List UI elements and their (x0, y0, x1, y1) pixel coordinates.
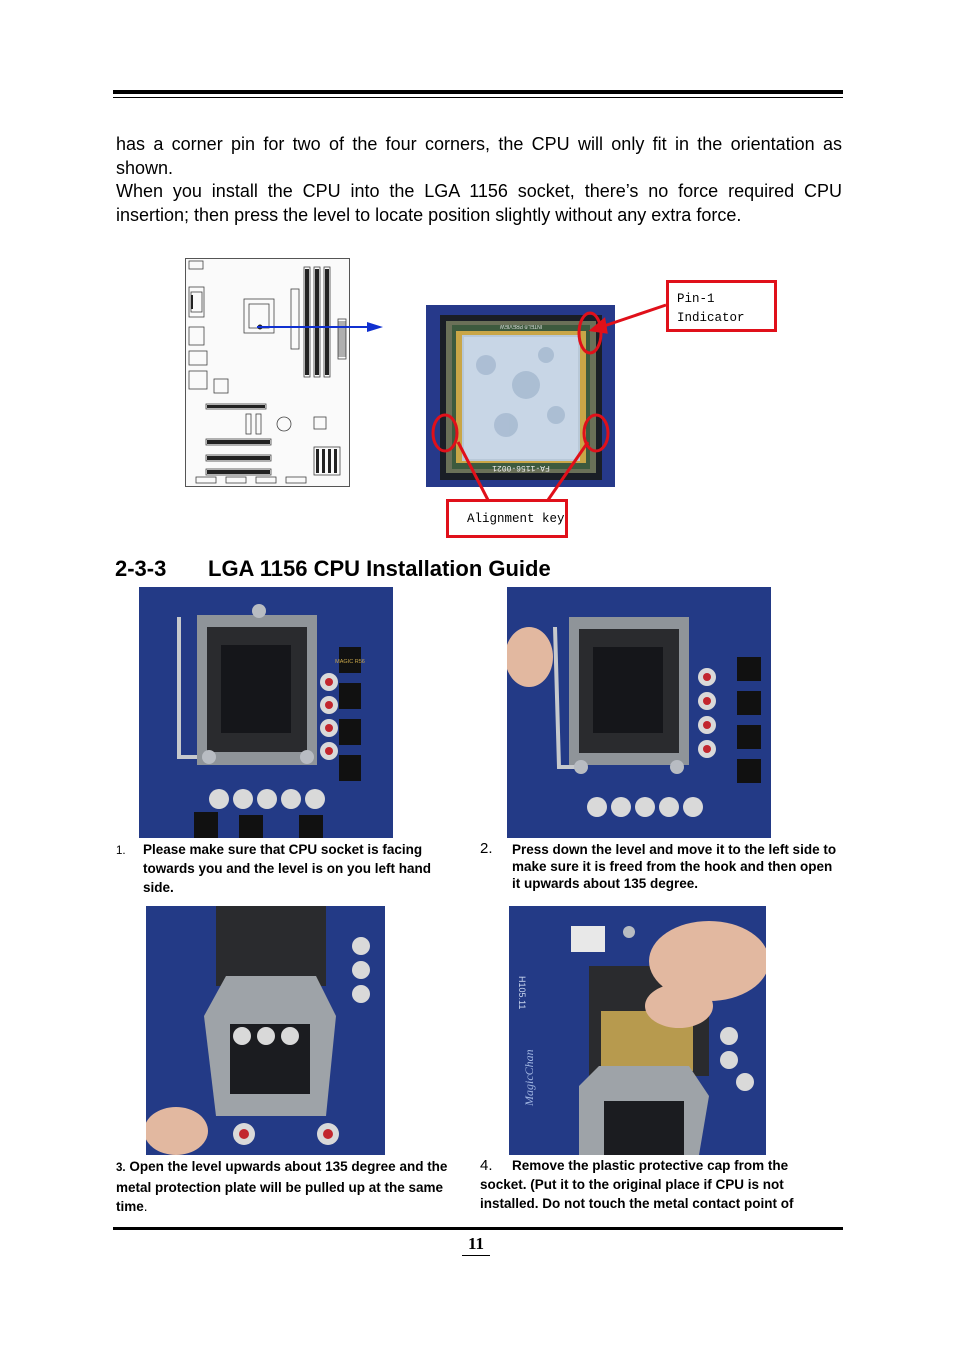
step-3-drawing (146, 906, 385, 1155)
step-1-photo: MAGIC R56 (139, 587, 393, 838)
intro-text: has a corner pin for two of the four cor… (116, 133, 842, 227)
step-2-number: 2. (480, 840, 493, 857)
board-brand: MagicChan (522, 1049, 536, 1107)
page-number: 11 (462, 1234, 490, 1256)
step-3-number: 3. (116, 1162, 126, 1174)
step-2-text: Press down the level and move it to the … (512, 842, 837, 891)
header-rule-thick (113, 90, 843, 94)
step-2-drawing (507, 587, 771, 838)
pin1-highlight (577, 311, 603, 355)
callout-lines (456, 303, 667, 501)
section-heading: 2-3-3 LGA 1156 CPU Installation Guide (115, 556, 551, 582)
intro-paragraph-1: has a corner pin for two of the four cor… (116, 134, 842, 178)
section-title: LGA 1156 CPU Installation Guide (208, 556, 551, 581)
alignment-key-label: Alignment key (446, 499, 568, 538)
step-1-caption: 1. Please make sure that CPU socket is fa… (116, 840, 466, 897)
step-1-drawing: MAGIC R56 (139, 587, 393, 838)
step-3-caption: 3. Open the level upwards about 135 degr… (116, 1157, 476, 1216)
alignment-highlight-left (431, 413, 459, 453)
step-1-number: 1. (116, 845, 126, 857)
step-3-photo (146, 906, 385, 1155)
step-4-caption: 4.Remove the plastic protective cap from… (480, 1156, 845, 1213)
section-number: 2-3-3 (115, 556, 167, 581)
cpu-marking-bottom: FA-1156-0021 (492, 463, 550, 472)
step-3-trailing: . (143, 1199, 148, 1214)
footer-rule (113, 1227, 843, 1230)
step-3-text: Open the level upwards about 135 degree … (116, 1159, 448, 1214)
motherboard-layout-diagram (185, 258, 350, 487)
pin1-indicator-label: Pin-1 Indicator (666, 280, 777, 332)
intro-paragraph-2: When you install the CPU into the LGA 11… (116, 181, 842, 225)
pointer-arrow (257, 322, 383, 332)
step-4-number: 4. (480, 1157, 493, 1174)
board-label: H105.11 (517, 976, 527, 1009)
step-1-text: Please make sure that CPU socket is faci… (143, 842, 432, 895)
step-2-photo (507, 587, 771, 838)
step-4-text: Remove the plastic protective cap from t… (480, 1158, 794, 1211)
step-4-drawing: MagicChan H105.11 (509, 906, 766, 1155)
header-rule-thin (113, 97, 843, 98)
step-2-caption: 2. Press down the level and move it to th… (480, 839, 845, 892)
cpu-marking-top: INTEL® PREVIEW (500, 323, 543, 330)
cpu-socket-photo: INTEL® PREVIEW FA-1156-0021 (426, 305, 615, 487)
alignment-highlight-right (582, 413, 610, 453)
cpu-socket-drawing: INTEL® PREVIEW FA-1156-0021 (426, 305, 615, 487)
motherboard-drawing (188, 260, 347, 484)
step-4-photo: MagicChan H105.11 (509, 906, 766, 1155)
cap-label: MAGIC R56 (335, 659, 365, 665)
